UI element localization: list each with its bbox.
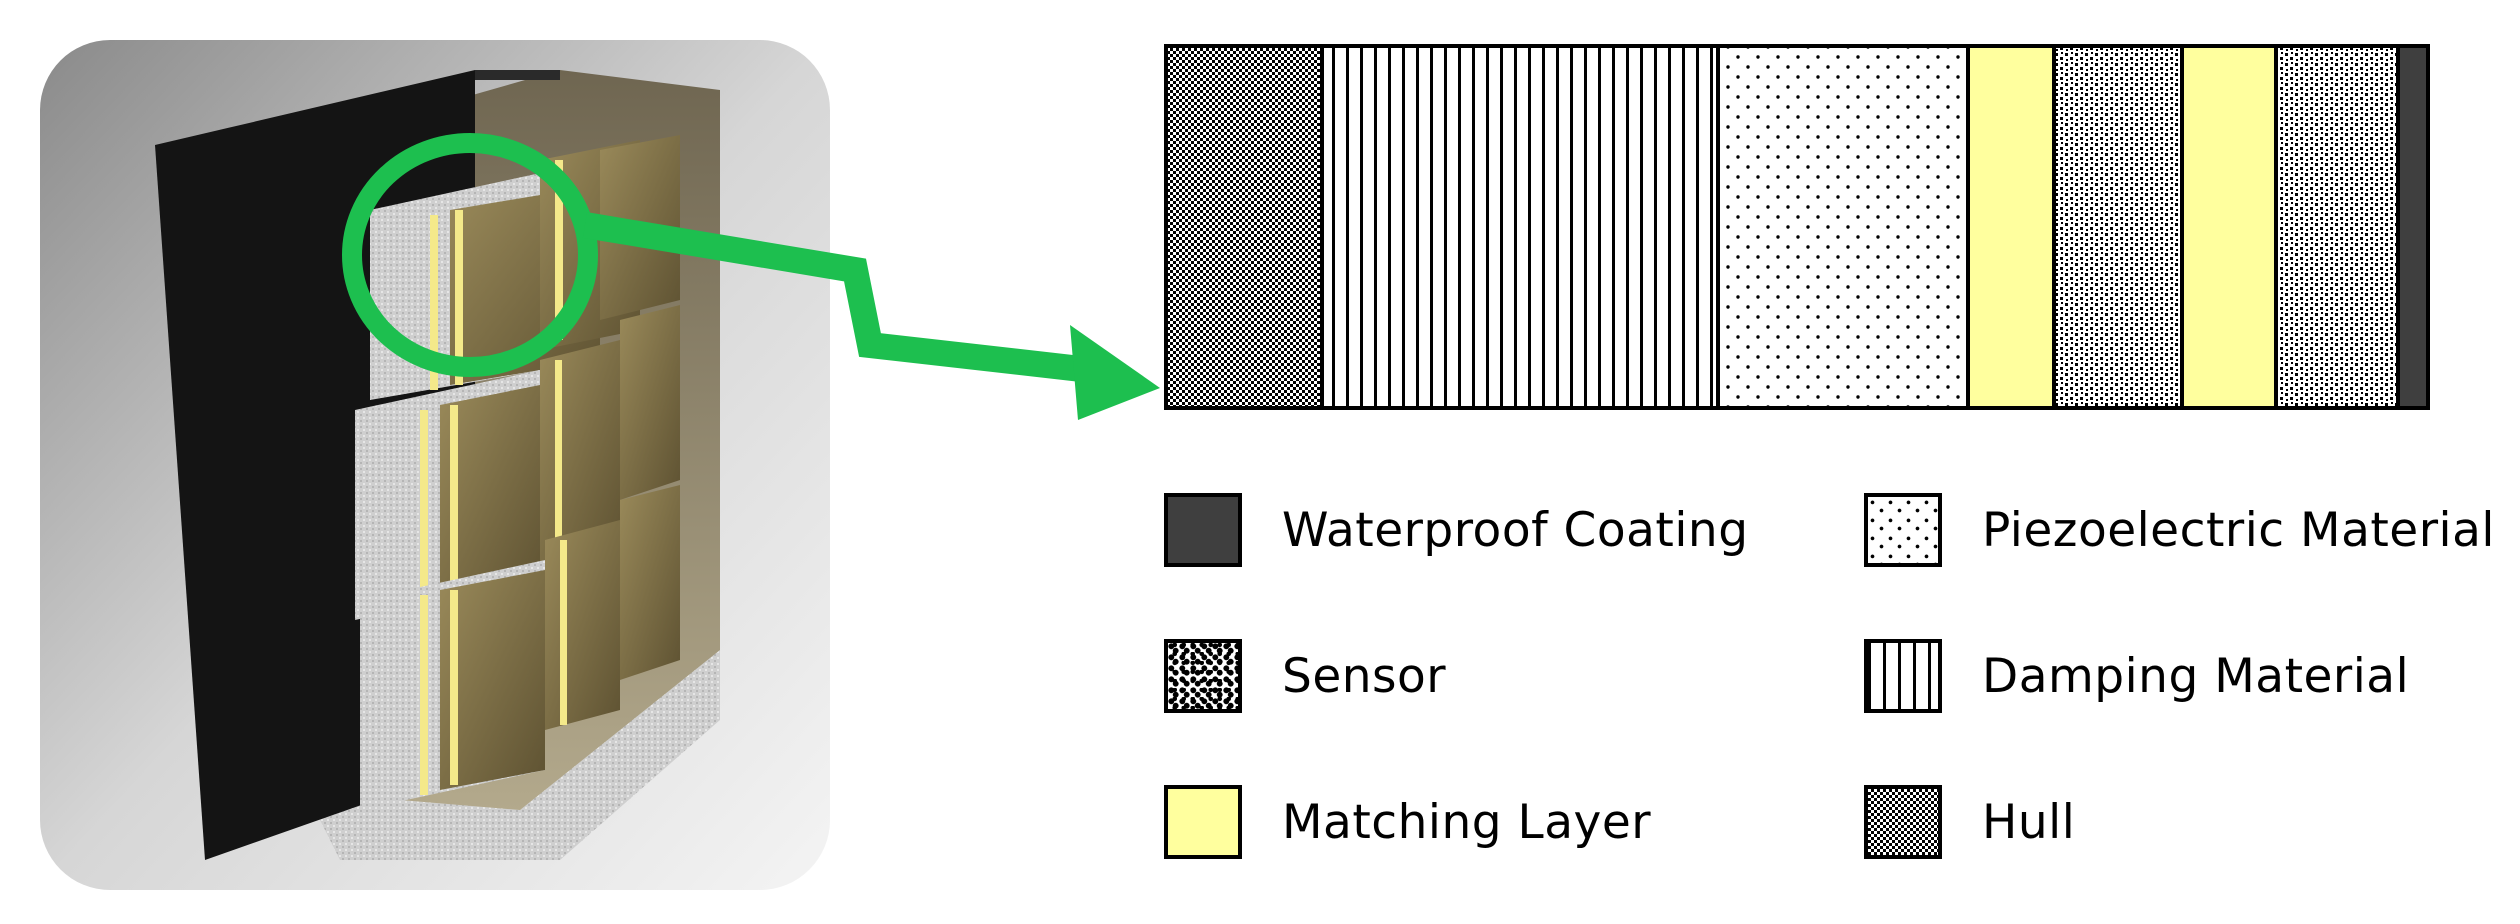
layer-matching-layer bbox=[2182, 46, 2276, 408]
transducer-array-illustration bbox=[40, 40, 1160, 890]
legend-label: Hull bbox=[1982, 794, 2076, 850]
dense-speckle-swatch-icon bbox=[1164, 639, 1242, 713]
checker-swatch-icon bbox=[1864, 785, 1942, 859]
legend-label: Sensor bbox=[1282, 648, 1447, 704]
legend-item-hull: Hull bbox=[1864, 782, 2075, 862]
legend-item-sensor: Sensor bbox=[1164, 636, 1446, 716]
solid-dark-swatch-icon bbox=[1164, 493, 1242, 567]
layer-cross-section bbox=[1164, 44, 2430, 410]
legend-item-piezoelectric-material: Piezoelectric Material bbox=[1864, 490, 2495, 570]
solid-yellow-swatch-icon bbox=[1164, 785, 1242, 859]
callout-circle bbox=[342, 133, 598, 377]
vertical-line-swatch-icon bbox=[1864, 639, 1942, 713]
legend-label: Damping Material bbox=[1982, 648, 2410, 704]
legend-item-waterproof-coating: Waterproof Coating bbox=[1164, 490, 1749, 570]
legend-label: Piezoelectric Material bbox=[1982, 502, 2495, 558]
layer-sensor bbox=[2054, 46, 2182, 408]
legend-label: Matching Layer bbox=[1282, 794, 1652, 850]
layer-piezoelectric-material bbox=[1718, 46, 1968, 408]
legend-item-matching-layer: Matching Layer bbox=[1164, 782, 1651, 862]
callout-arrow bbox=[582, 212, 1092, 383]
layer-matching-layer bbox=[1968, 46, 2054, 408]
layer-waterproof-coating bbox=[2398, 46, 2428, 408]
legend-item-damping-material: Damping Material bbox=[1864, 636, 2409, 716]
layer-damping-material bbox=[1322, 46, 1718, 408]
legend: Waterproof Coating Piezoelectric Materia… bbox=[1164, 490, 2494, 910]
layer-sensor bbox=[2276, 46, 2398, 408]
layer-hull bbox=[1164, 46, 1322, 408]
legend-label: Waterproof Coating bbox=[1282, 502, 1749, 558]
callout-arrow-head bbox=[1070, 325, 1160, 420]
hull-block-side bbox=[475, 70, 560, 80]
sparse-dot-swatch-icon bbox=[1864, 493, 1942, 567]
